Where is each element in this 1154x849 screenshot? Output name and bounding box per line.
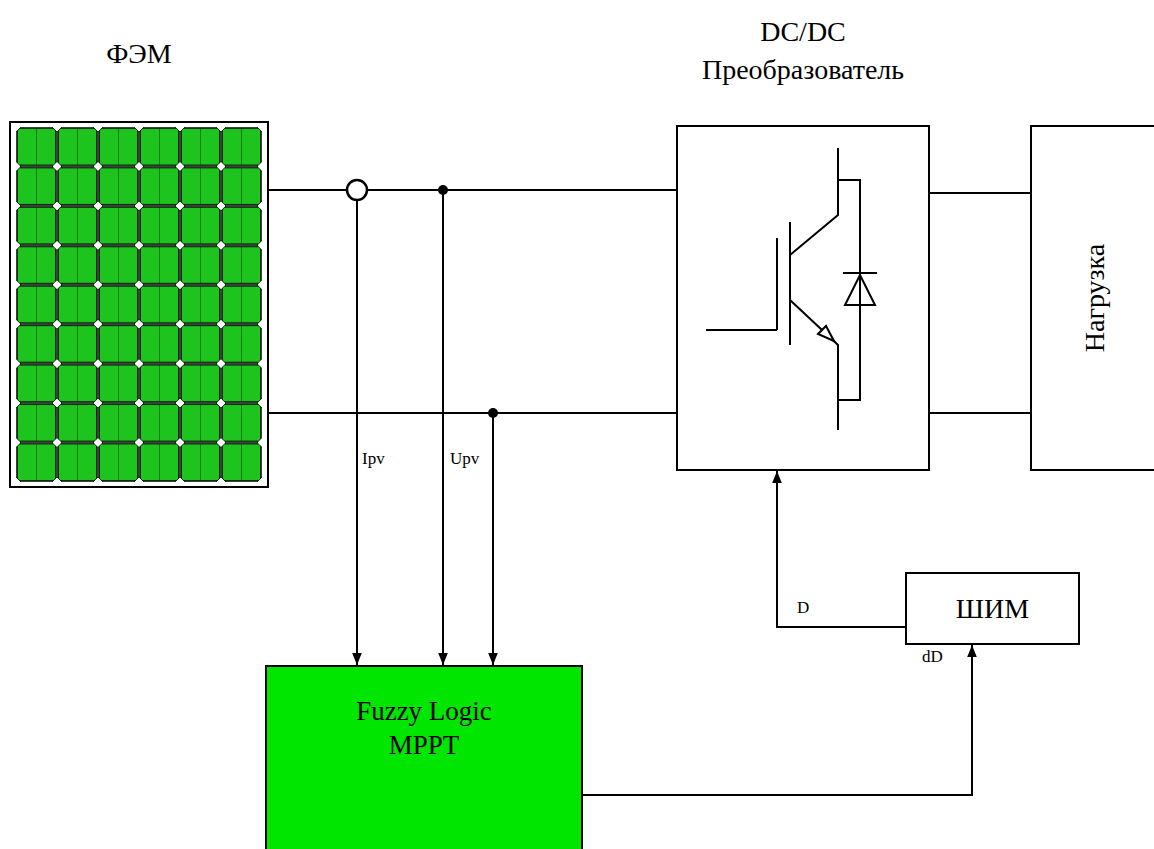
emitter-arrow	[818, 326, 834, 341]
power-wire	[930, 192, 1030, 194]
solar-panel	[10, 122, 268, 487]
node-text: Fuzzy Logic MPPT	[349, 695, 499, 763]
power-wire	[930, 412, 1030, 414]
power-wire	[268, 412, 676, 414]
diode-bar	[843, 272, 877, 274]
node-text: Нагрузка	[1077, 244, 1112, 352]
panel-frame	[10, 122, 268, 487]
pv-module: ФЭМ	[10, 122, 268, 487]
diode-branch	[838, 180, 860, 400]
heading-wrap: DC/DC Преобразователь	[678, 13, 928, 89]
current-signal-line	[356, 200, 358, 665]
signal-arrow	[777, 471, 905, 627]
junction-dot	[438, 185, 448, 195]
load-box: Нагрузка	[1030, 125, 1154, 471]
current-sensor	[347, 180, 367, 200]
signal-name: Upv	[450, 449, 479, 469]
pwm-box: ШИМ	[905, 572, 1080, 645]
signal-arrow	[583, 645, 972, 795]
emitter	[790, 300, 838, 430]
signal-name: Ipv	[362, 449, 385, 469]
signal-name: D	[797, 598, 809, 618]
igbt-symbol	[706, 148, 877, 430]
mppt-box: Fuzzy Logic MPPT	[265, 665, 583, 849]
node-text: DC/DC Преобразователь	[678, 13, 928, 89]
voltage-signal-line	[442, 190, 444, 665]
power-wire	[268, 189, 676, 191]
diode-triangle	[845, 275, 875, 305]
node-text: ФЭМ	[10, 35, 268, 73]
panel-cells	[16, 127, 262, 482]
voltage-signal-line	[492, 413, 494, 665]
node-text: ШИМ	[956, 591, 1029, 626]
junction-dot	[488, 408, 498, 418]
channel	[789, 222, 791, 345]
gate	[706, 238, 777, 330]
signal-name: dD	[922, 647, 943, 667]
collector	[790, 148, 838, 255]
heading-wrap: ФЭМ	[10, 35, 268, 73]
converter-box: DC/DC Преобразователь	[676, 125, 930, 471]
sensor-lines	[357, 190, 493, 665]
